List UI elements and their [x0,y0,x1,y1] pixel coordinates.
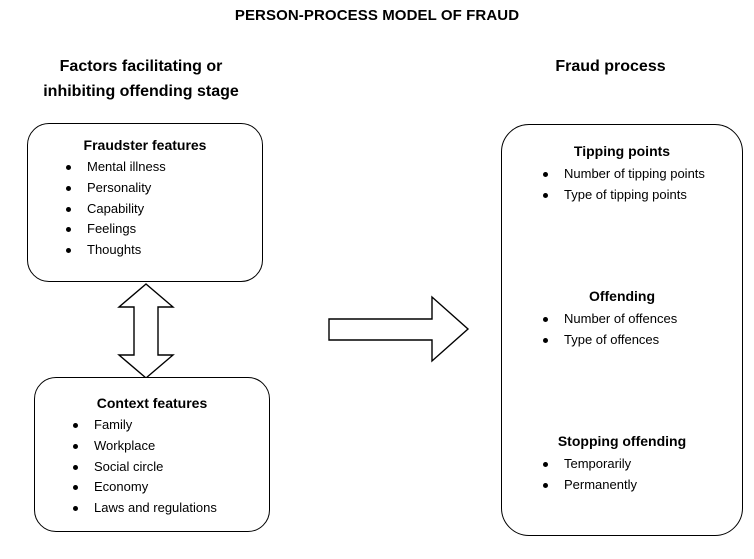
list-item: Permanently [536,475,742,496]
fraudster-features-box: Fraudster features Mental illness Person… [27,123,263,282]
list-item-label: Mental illness [87,159,166,174]
list-item-label: Workplace [94,437,156,453]
bullet-icon [66,165,71,170]
arrow-right [328,295,470,363]
bullet-icon [73,485,78,491]
fraudster-features-list: Mental illness Personality Capability Fe… [59,157,262,261]
stopping-offending-title: Stopping offending [557,433,687,449]
fraud-process-box: Tipping points Number of tipping points … [501,124,743,536]
left-heading-line-2: inhibiting offending stage [43,83,239,100]
list-item: Type of tipping points [536,185,742,206]
list-item-label: Type of tipping points [564,186,687,202]
bullet-icon [66,206,71,212]
bullet-icon [73,464,78,470]
list-item-label: Economy [94,479,149,495]
bullet-icon [543,462,548,467]
diagram-title: PERSON-PROCESS MODEL OF FRAUD [234,7,520,24]
context-features-title: Context features [96,395,208,411]
list-item-label: Permanently [564,476,637,492]
bullet-icon [66,248,71,254]
list-item-label: Thoughts [87,242,142,258]
list-item: Number of tipping points [536,164,742,185]
bullet-icon [66,227,71,233]
list-item: Economy [66,477,269,498]
left-column-heading: Factors facilitating or inhibiting offen… [16,54,266,104]
list-item-label: Number of offences [564,311,678,326]
list-item-label: Family [94,417,133,432]
list-item: Feelings [59,219,262,240]
offending-section: Offending Number of offences Type of off… [502,287,742,351]
list-item: Number of offences [536,309,742,330]
context-features-list: Family Workplace Social circle Economy L… [66,415,269,519]
bullet-icon [73,423,78,428]
bullet-icon [543,192,548,198]
double-arrow-vertical [117,283,175,379]
list-item: Temporarily [536,454,742,475]
bullet-icon [543,317,548,322]
list-item-label: Laws and regulations [94,500,217,516]
list-item-label: Temporarily [564,456,632,471]
fraudster-features-title: Fraudster features [83,137,207,153]
tipping-points-section: Tipping points Number of tipping points … [502,142,742,206]
list-item: Mental illness [59,157,262,178]
bullet-icon [543,337,548,343]
list-item: Workplace [66,436,269,457]
context-features-box: Context features Family Workplace Social… [34,377,270,532]
list-item: Type of offences [536,330,742,351]
left-heading-line-1: Factors facilitating or [59,58,223,75]
list-item-label: Number of tipping points [564,166,705,181]
list-item: Laws and regulations [66,498,269,519]
right-column-heading: Fraud process [555,58,666,75]
bullet-icon [66,185,71,191]
list-item: Personality [59,178,262,199]
bullet-icon [543,482,548,488]
list-item: Capability [59,199,262,220]
stopping-offending-list: Temporarily Permanently [536,454,742,496]
bullet-icon [543,172,548,177]
tipping-points-title: Tipping points [573,143,671,159]
offending-list: Number of offences Type of offences [536,309,742,351]
list-item-label: Feelings [87,221,137,237]
list-item-label: Capability [87,200,145,216]
list-item: Social circle [66,457,269,478]
offending-title: Offending [588,288,656,304]
list-item-label: Personality [87,179,152,195]
list-item: Family [66,415,269,436]
list-item: Thoughts [59,240,262,261]
bullet-icon [73,443,78,449]
bullet-icon [73,506,78,512]
tipping-points-list: Number of tipping points Type of tipping… [536,164,742,206]
list-item-label: Type of offences [564,331,660,347]
list-item-label: Social circle [94,458,164,474]
stopping-offending-section: Stopping offending Temporarily Permanent… [502,432,742,496]
